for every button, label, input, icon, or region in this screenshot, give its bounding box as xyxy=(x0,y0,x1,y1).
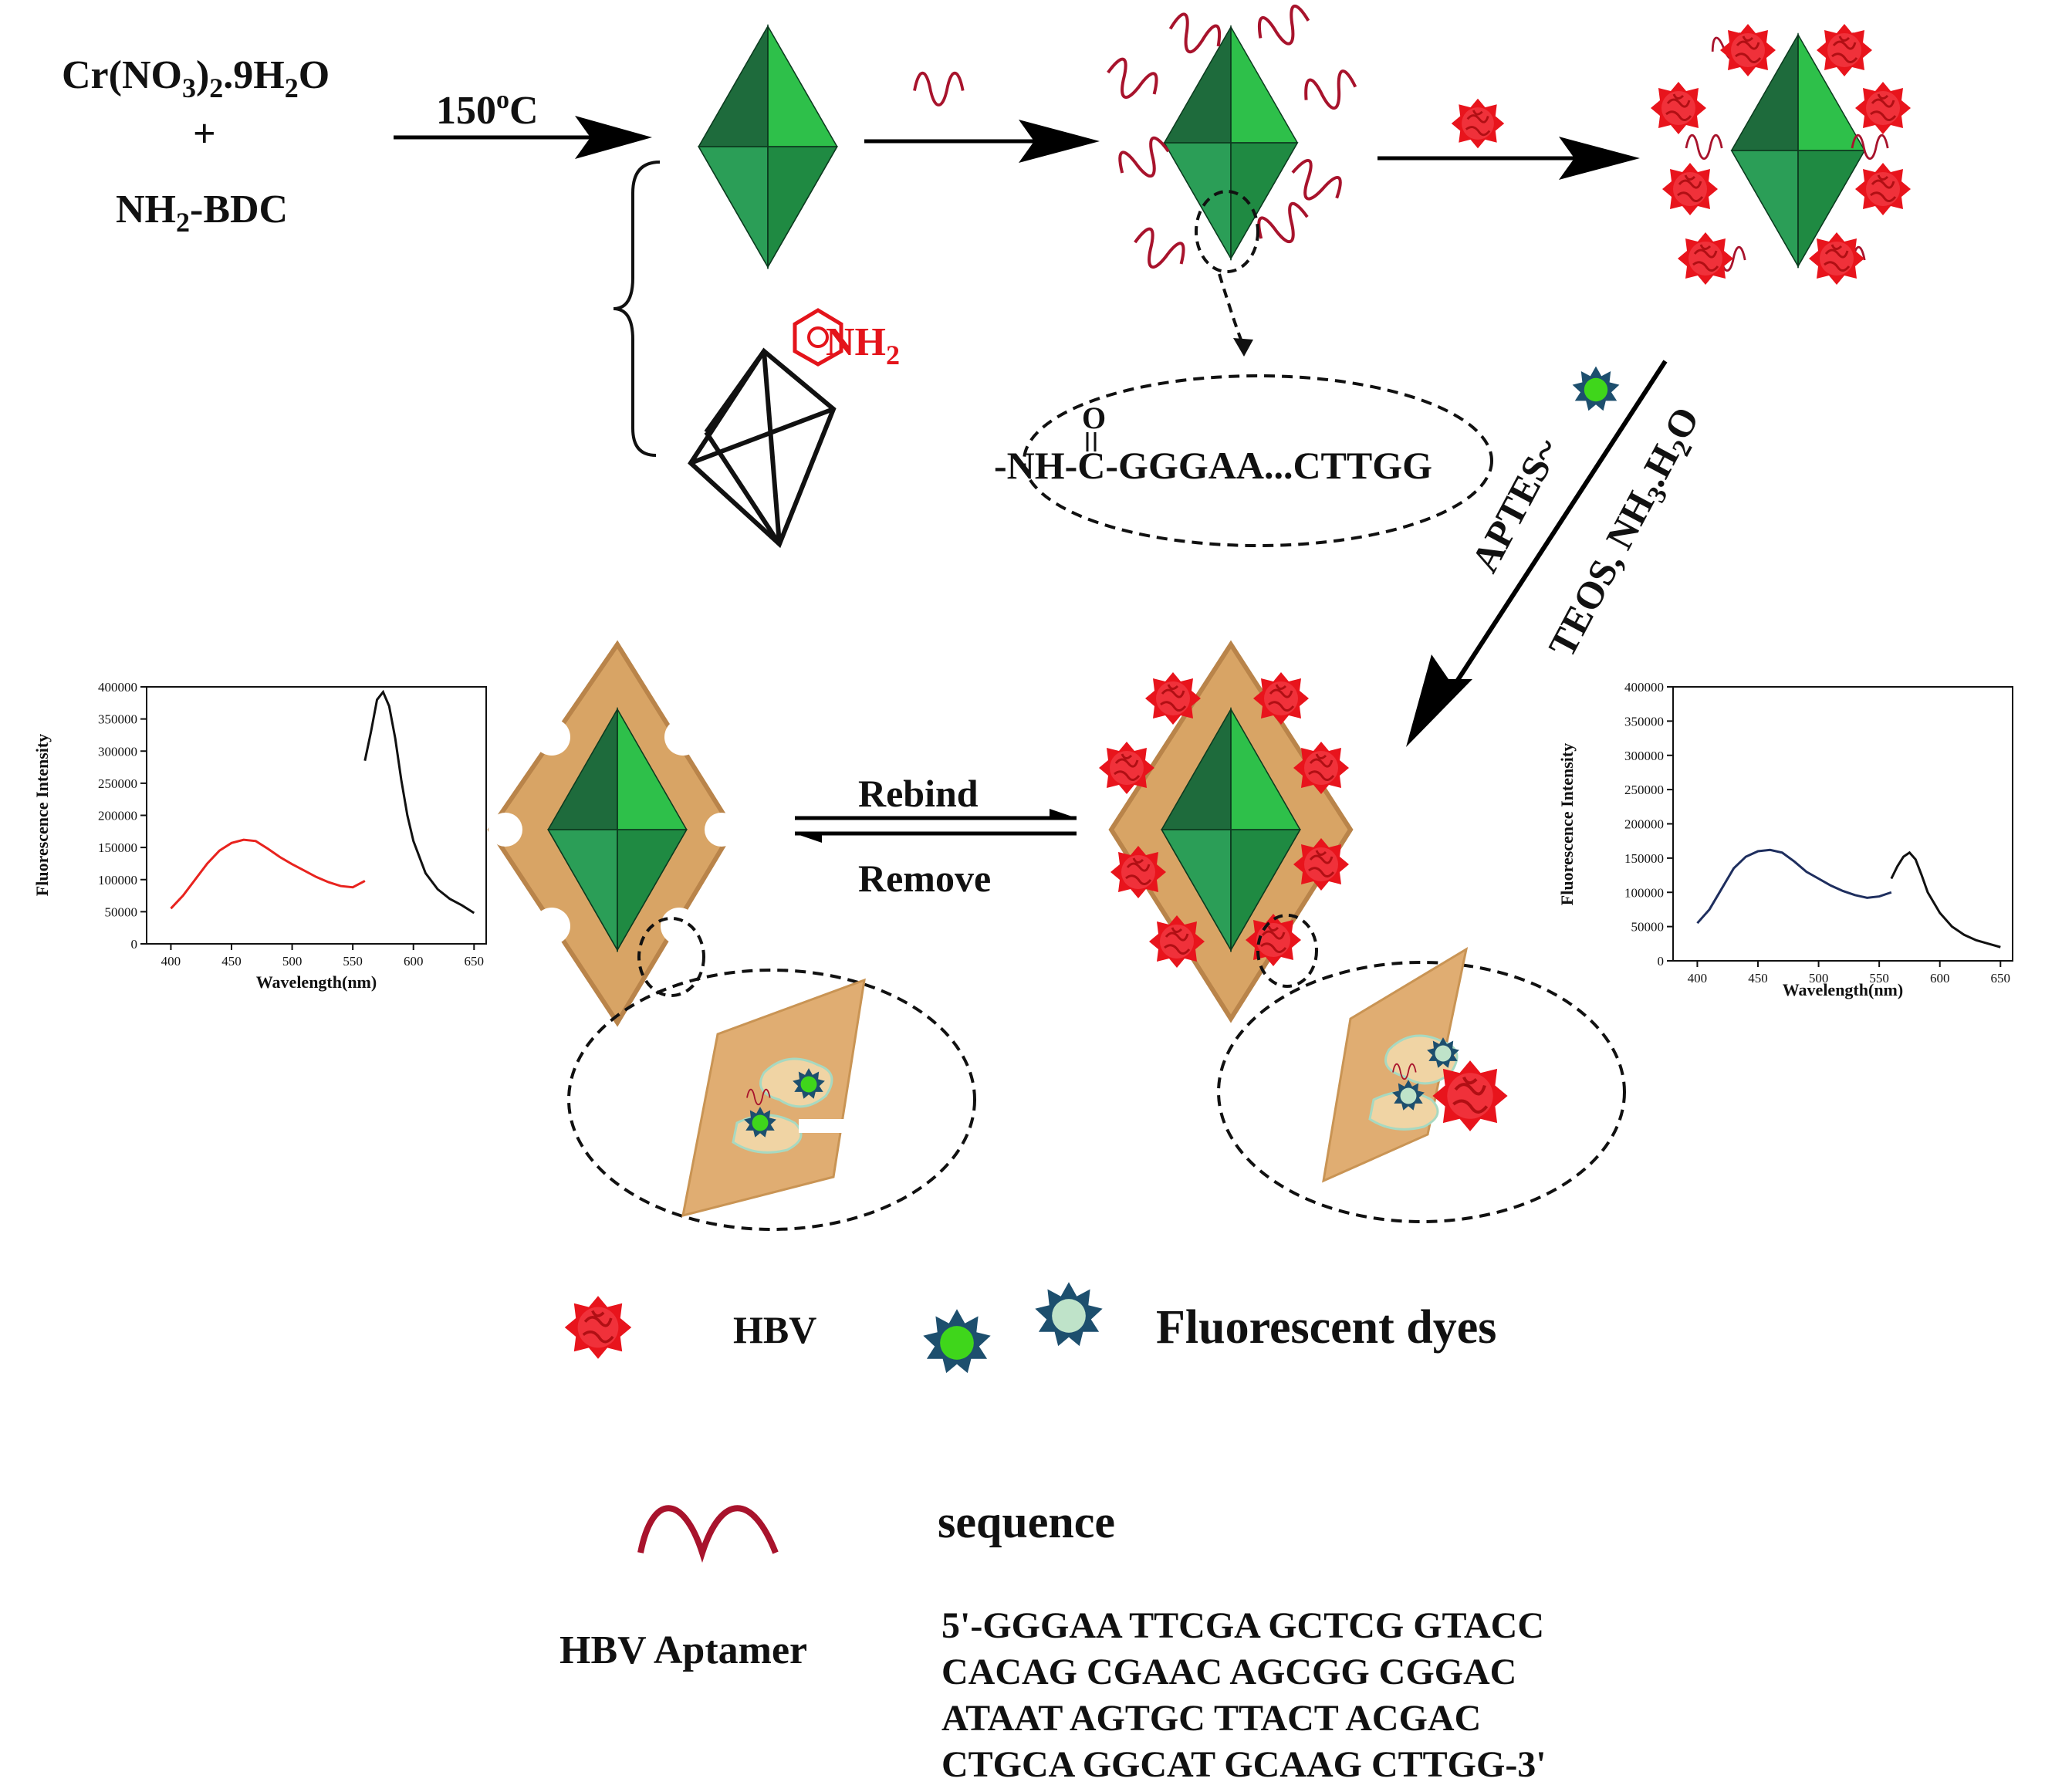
x-tick-label: 500 xyxy=(282,954,303,969)
mip-removed xyxy=(487,640,739,1027)
mof-octahedron-aptamer xyxy=(1100,2,1361,357)
aptes-label: APTES~ xyxy=(1462,431,1568,580)
chart-ylabel: Fluorescence Intensity xyxy=(32,734,52,896)
cavity-zoom-empty xyxy=(567,969,976,1231)
chart-frame xyxy=(1672,686,2013,962)
sequence-line: CACAG CGAAC AGCGG CGGAC xyxy=(941,1652,1516,1692)
aptes-dye-icon xyxy=(1572,366,1620,411)
x-tick-label: 650 xyxy=(465,954,485,969)
cavity-zoom-bound xyxy=(1217,946,1626,1223)
sequence-line: ATAAT AGTGC TTACT ACGAC xyxy=(941,1698,1481,1739)
chart-xlabel: Wavelength(nm) xyxy=(256,972,377,992)
reagent-block: Cr(NO3)2.9H2O + NH2-BDC xyxy=(62,53,330,238)
linker-name: NH2-BDC xyxy=(116,188,288,238)
y-tick-label: 50000 xyxy=(1631,920,1665,935)
y-tick-label: 250000 xyxy=(98,776,137,791)
aptamer-legend-label: HBV Aptamer xyxy=(559,1628,807,1672)
plus-sign: + xyxy=(193,112,216,156)
y-tick-label: 350000 xyxy=(98,712,137,727)
teos-label: TEOS, NH3.H2O xyxy=(1540,400,1712,666)
x-tick-label: 550 xyxy=(1869,971,1889,986)
amine-label: NH2 xyxy=(826,320,900,370)
x-tick-label: 550 xyxy=(343,954,363,969)
hbv-binding-arrow xyxy=(1377,97,1640,180)
spectrum-line xyxy=(1696,848,1892,925)
x-tick-label: 400 xyxy=(161,954,181,969)
spectrum-line xyxy=(1890,850,2001,948)
dye-green-icon xyxy=(923,1309,991,1374)
mof-octahedron-hbv xyxy=(1649,22,1912,286)
legend: HBV Fluorescent dyes HBV Aptamer sequenc… xyxy=(559,1282,1546,1785)
y-tick-label: 50000 xyxy=(105,904,138,919)
x-tick-label: 400 xyxy=(1688,971,1708,986)
y-tick-label: 400000 xyxy=(1624,680,1664,695)
x-tick-label: 500 xyxy=(1809,971,1829,986)
y-tick-label: 150000 xyxy=(1624,851,1664,866)
y-tick-label: 250000 xyxy=(1624,783,1664,797)
dye-pale-icon xyxy=(1035,1282,1103,1347)
chart-ylabel: Fluorescence Intensity xyxy=(1557,743,1577,905)
carbonyl-oxygen: O xyxy=(1082,401,1106,435)
hbv-legend-icon xyxy=(563,1294,634,1361)
linkage-detail: O -NH-C-GGGAA...CTTGG xyxy=(994,374,1493,547)
rebind-label: Rebind xyxy=(858,772,979,815)
x-tick-label: 600 xyxy=(1930,971,1950,986)
y-tick-label: 200000 xyxy=(1624,817,1664,832)
chart-frame xyxy=(146,686,487,945)
sequence-title: sequence xyxy=(938,1496,1115,1547)
x-tick-label: 650 xyxy=(1991,971,2011,986)
mof-wireframe xyxy=(688,347,837,549)
temperature-label: 150oC xyxy=(436,86,539,133)
spectrum-line xyxy=(363,689,475,915)
remove-label: Remove xyxy=(858,857,991,900)
dyes-legend-label: Fluorescent dyes xyxy=(1156,1301,1496,1354)
y-tick-label: 300000 xyxy=(98,744,137,759)
mip-rebound xyxy=(1097,640,1354,1023)
silica-imprinting-arrow: APTES~ TEOS, NH3.H2O xyxy=(1406,360,1712,747)
y-tick-label: 0 xyxy=(131,937,138,952)
sequence-line: 5'-GGGAA TTCGA GCTCG GTACC xyxy=(941,1605,1544,1646)
hbv-legend-label: HBV xyxy=(733,1308,816,1351)
x-tick-label: 450 xyxy=(1748,971,1768,986)
chart-rebound: 400 450 500 550 600 650 0 50000 100000 150000 2000… xyxy=(1557,680,2013,999)
y-tick-label: 200000 xyxy=(98,809,137,823)
chart-xlabel: Wavelength(nm) xyxy=(1783,980,1903,999)
linkage-text: -NH-C-GGGAA...CTTGG xyxy=(994,444,1432,487)
sequence-line: CTGCA GGCAT GCAAG CTTGG-3' xyxy=(941,1744,1546,1785)
benzene-ring-icon: NH2 xyxy=(793,308,900,370)
spectrum-line xyxy=(170,838,366,910)
aptamer-arrow xyxy=(864,71,1100,163)
chromium-salt: Cr(NO3)2.9H2O xyxy=(62,53,330,103)
y-tick-label: 350000 xyxy=(1624,714,1664,729)
curly-brace xyxy=(613,161,661,457)
aptamer-wave-icon xyxy=(637,1505,779,1563)
equilibrium-arrows: Rebind Remove xyxy=(795,772,1077,900)
chart-removed: 400 450 500 550 600 650 0 50000 100000 150000 2000… xyxy=(32,680,487,992)
mof-octahedron-pristine xyxy=(698,25,838,268)
y-tick-label: 300000 xyxy=(1624,749,1664,763)
y-tick-label: 150000 xyxy=(98,840,137,855)
x-tick-label: 600 xyxy=(404,954,424,969)
y-tick-label: 100000 xyxy=(1624,885,1664,900)
synthesis-arrow: 150oC xyxy=(394,86,652,159)
x-tick-label: 450 xyxy=(221,954,242,969)
y-tick-label: 0 xyxy=(1658,954,1665,969)
y-tick-label: 400000 xyxy=(98,680,137,695)
y-tick-label: 100000 xyxy=(98,873,137,888)
